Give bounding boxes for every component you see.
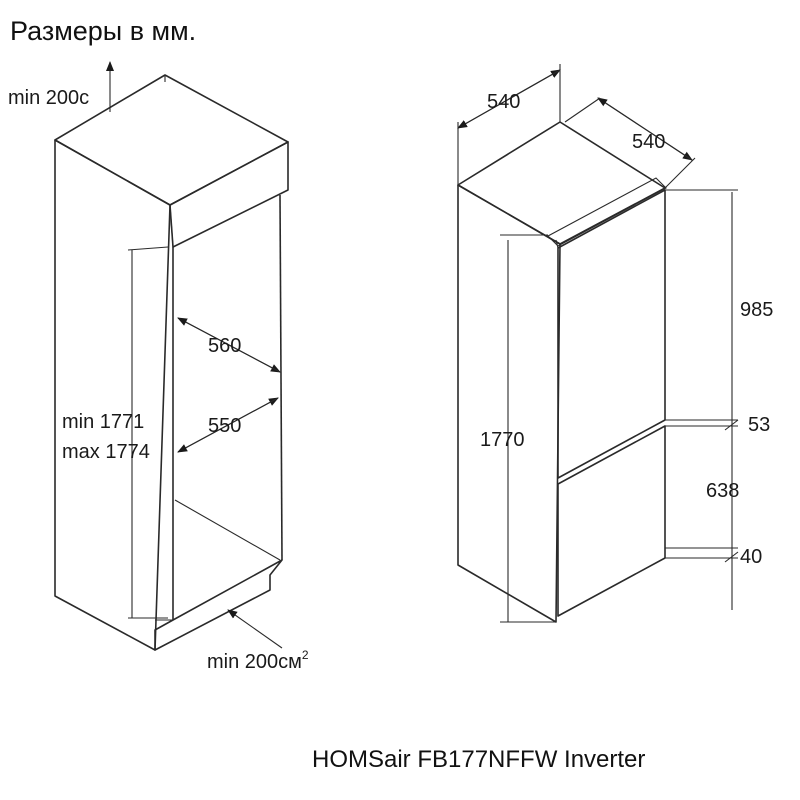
model-name: HOMSair FB177NFFW Inverter <box>312 746 645 773</box>
label-niche-height-max: max 1774 <box>62 441 150 463</box>
appliance-body <box>457 121 667 623</box>
niche-plinth <box>154 559 283 651</box>
label-niche-depth: 560 <box>208 335 241 357</box>
label-gap: 53 <box>748 414 770 436</box>
appliance-top-trim <box>547 177 667 247</box>
label-niche-width: 550 <box>208 415 241 437</box>
label-niche-height-min: min 1771 <box>62 411 144 433</box>
label-upper-door: 985 <box>740 299 773 321</box>
niche-right-post <box>279 194 283 561</box>
appliance-lower-door <box>557 425 666 617</box>
label-appliance-width: 540 <box>487 91 520 113</box>
label-vent-bottom: min 200см2 <box>207 648 309 673</box>
label-appliance-depth: 540 <box>632 131 665 153</box>
label-vent-top: min 200c <box>8 87 89 109</box>
label-lower-door: 638 <box>706 480 739 502</box>
page-title: Размеры в мм. <box>10 16 196 46</box>
niche-left-face <box>54 139 171 651</box>
appliance-side-face <box>457 184 561 623</box>
label-appliance-height: 1770 <box>480 429 525 451</box>
niche-cabinet <box>54 74 289 651</box>
label-bottom: 40 <box>740 546 762 568</box>
niche-top-beam <box>169 141 289 248</box>
niche-top-face <box>54 74 289 206</box>
arrow-diagonal-icon <box>227 609 283 649</box>
